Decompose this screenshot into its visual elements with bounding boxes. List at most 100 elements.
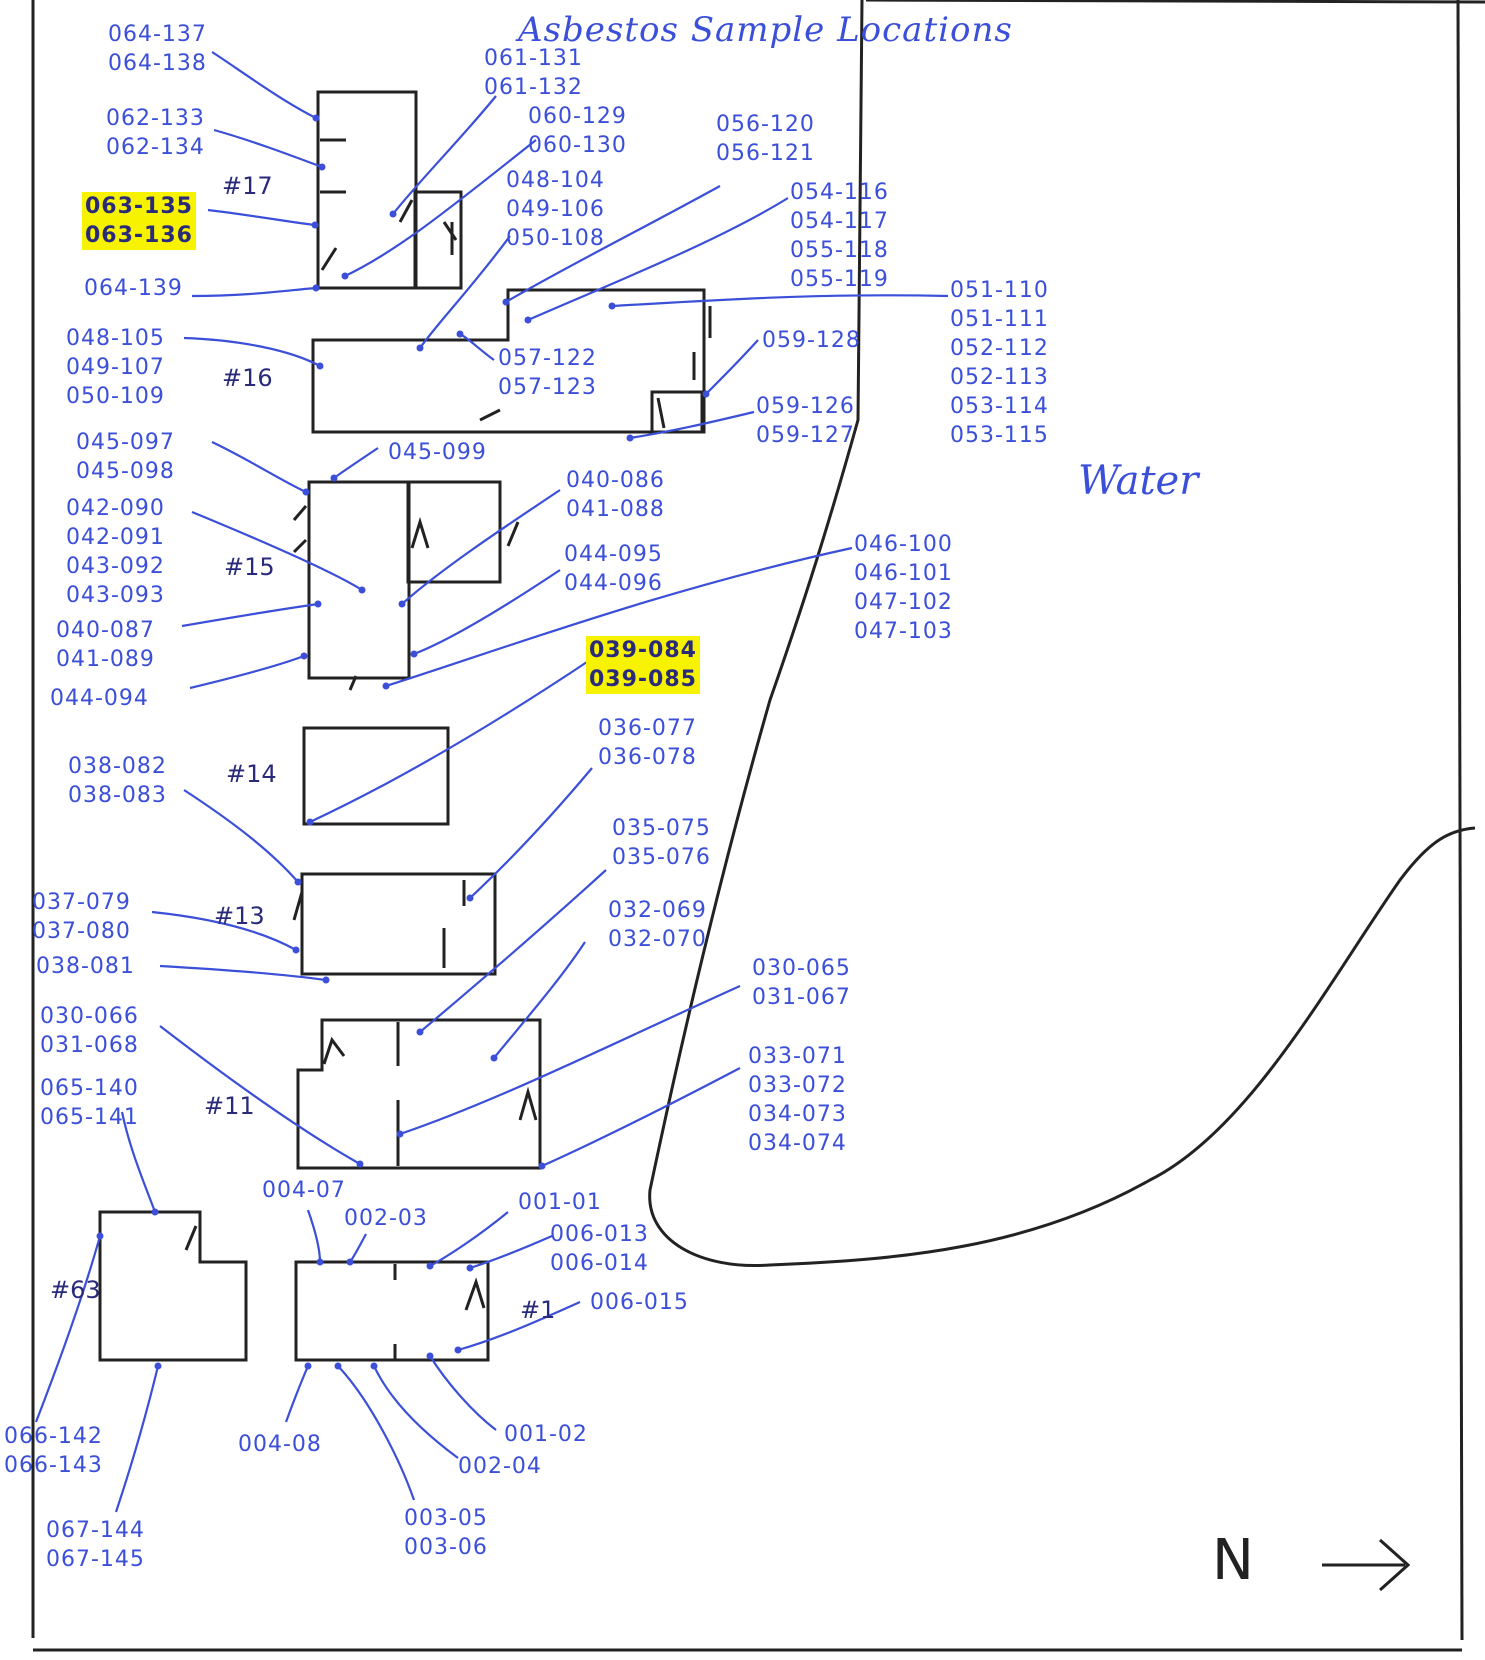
sample-id: 035-076 xyxy=(612,845,711,870)
sample-id: 004-07 xyxy=(262,1178,346,1203)
sample-id: 006-013 xyxy=(550,1222,649,1247)
sample-label-group: 006-015 xyxy=(590,1288,689,1317)
building-16-outline xyxy=(311,288,712,434)
sample-id: 043-092 xyxy=(66,554,165,579)
building-63-label: #63 xyxy=(50,1276,101,1304)
sample-label-group: 066-142 066-143 xyxy=(4,1422,103,1480)
sample-id: 051-111 xyxy=(950,307,1049,332)
sample-id: 001-02 xyxy=(504,1422,588,1447)
sample-id: 045-098 xyxy=(76,459,175,484)
sample-label-group: 035-075 035-076 xyxy=(612,814,711,872)
sample-id: 039-084 xyxy=(586,636,700,665)
sample-id: 054-117 xyxy=(790,209,889,234)
sample-id: 062-133 xyxy=(106,106,205,131)
sample-label-group: 044-094 xyxy=(50,684,149,713)
sample-id: 060-129 xyxy=(528,104,627,129)
buildings xyxy=(98,90,712,1362)
sample-label-group: 045-097 045-098 xyxy=(76,428,175,486)
sample-id: 031-068 xyxy=(40,1033,139,1058)
sample-id: 053-115 xyxy=(950,423,1049,448)
sample-label-group: 062-133 062-134 xyxy=(106,104,205,162)
sample-id: 063-136 xyxy=(82,221,196,250)
sample-id: 059-127 xyxy=(756,423,855,448)
sample-id: 047-102 xyxy=(854,590,953,615)
sample-id: 033-071 xyxy=(748,1044,847,1069)
sample-label-group: 002-04 xyxy=(458,1452,542,1481)
sample-id: 035-075 xyxy=(612,816,711,841)
sample-id: 066-142 xyxy=(4,1424,103,1449)
sample-label-group: 030-065 031-067 xyxy=(752,954,851,1012)
sample-id: 062-134 xyxy=(106,135,205,160)
sample-label-group: 001-02 xyxy=(504,1420,588,1449)
sample-id: 048-104 xyxy=(506,168,605,193)
sample-id: 033-072 xyxy=(748,1073,847,1098)
sample-label-group: 064-139 xyxy=(84,274,183,303)
sample-id: 046-101 xyxy=(854,561,953,586)
sample-id: 003-06 xyxy=(404,1535,488,1560)
building-16-label: #16 xyxy=(222,364,273,392)
sample-id: 048-105 xyxy=(66,326,165,351)
sample-id: 004-08 xyxy=(238,1432,322,1457)
page-border xyxy=(31,0,1485,1652)
sample-id: 065-140 xyxy=(40,1076,139,1101)
page-title: Asbestos Sample Locations xyxy=(518,10,1013,50)
building-1-label: #1 xyxy=(520,1296,556,1324)
sample-id: 041-089 xyxy=(56,647,155,672)
sample-id: 055-119 xyxy=(790,267,889,292)
sample-id: 037-080 xyxy=(32,919,131,944)
sample-id: 002-04 xyxy=(458,1454,542,1479)
building-13-outline xyxy=(292,872,497,976)
sample-id: 032-069 xyxy=(608,898,707,923)
sample-label-group: 004-08 xyxy=(238,1430,322,1459)
shoreline xyxy=(648,0,1476,1268)
sample-id: 067-145 xyxy=(46,1547,145,1572)
sample-id: 045-097 xyxy=(76,430,175,455)
sample-id: 066-143 xyxy=(4,1453,103,1478)
sample-id: 044-096 xyxy=(564,571,663,596)
sample-id: 034-073 xyxy=(748,1102,847,1127)
sample-id: 061-132 xyxy=(484,75,583,100)
building-1-outline xyxy=(294,1260,490,1362)
sample-id: 031-067 xyxy=(752,985,851,1010)
sample-id: 059-126 xyxy=(756,394,855,419)
building-11-label: #11 xyxy=(204,1092,255,1120)
leader-lines xyxy=(34,51,949,1513)
sample-id: 042-091 xyxy=(66,525,165,550)
sample-id: 030-065 xyxy=(752,956,851,981)
sample-id: 042-090 xyxy=(66,496,165,521)
sample-id: 055-118 xyxy=(790,238,889,263)
sample-id: 063-135 xyxy=(82,192,196,221)
sample-id: 052-112 xyxy=(950,336,1049,361)
sample-id: 054-116 xyxy=(790,180,889,205)
sample-id: 064-137 xyxy=(108,22,207,47)
sample-id: 053-114 xyxy=(950,394,1049,419)
sample-id: 039-085 xyxy=(586,665,700,694)
sample-id: 060-130 xyxy=(528,133,627,158)
building-17-label: #17 xyxy=(222,172,273,200)
sample-id: 065-141 xyxy=(40,1105,139,1130)
building-15-label: #15 xyxy=(224,553,275,581)
sample-id: 050-108 xyxy=(506,226,605,251)
sample-id: 061-131 xyxy=(484,46,583,71)
sample-id: 032-070 xyxy=(608,927,707,952)
sample-label-group: 060-129 060-130 xyxy=(528,102,627,160)
sample-id: 056-121 xyxy=(716,141,815,166)
sample-label-group: 032-069 032-070 xyxy=(608,896,707,954)
building-15-outline xyxy=(292,480,520,691)
sample-label-group: 065-140 065-141 xyxy=(40,1074,139,1132)
sample-label-group: 059-128 xyxy=(762,326,861,355)
sample-id: 040-087 xyxy=(56,618,155,643)
sample-id: 046-100 xyxy=(854,532,953,557)
